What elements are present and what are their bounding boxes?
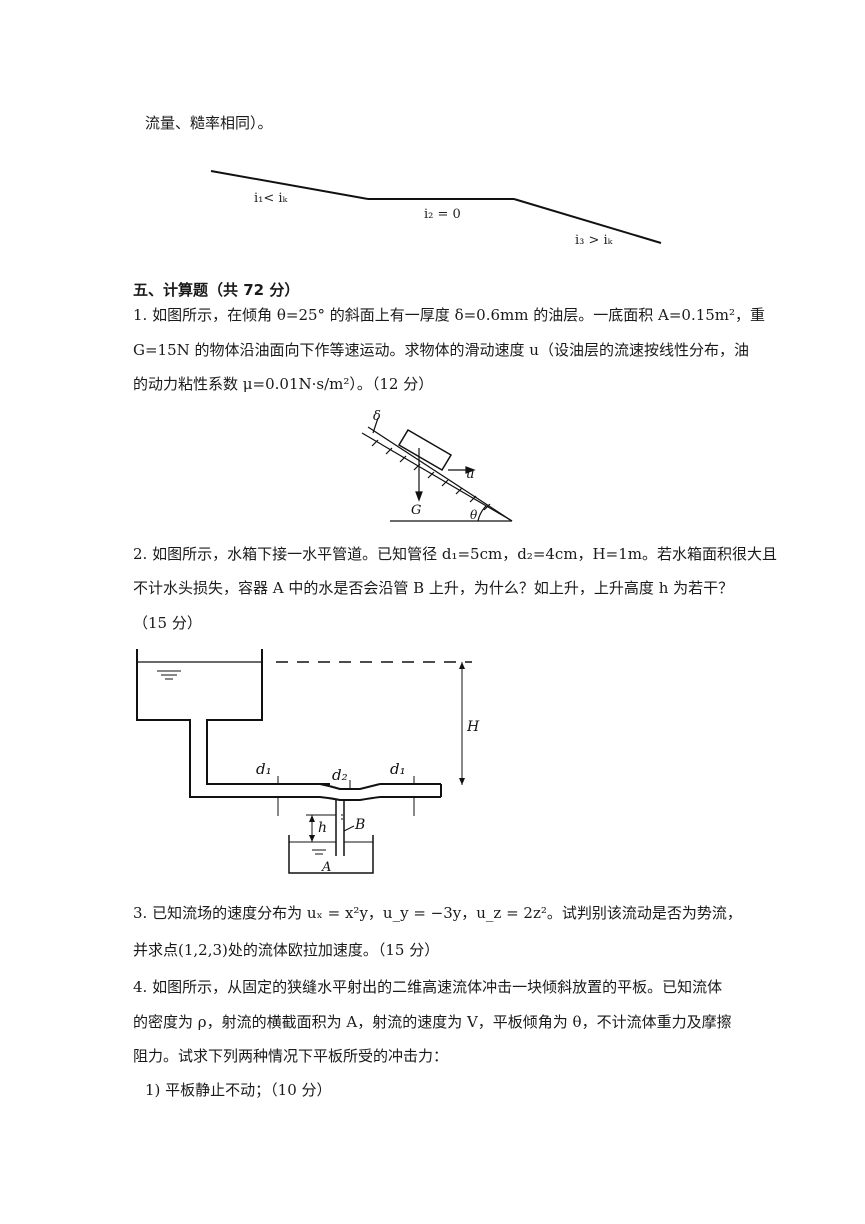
channel-segment-3 — [513, 198, 662, 244]
d1-right-label: d₁ — [390, 760, 406, 778]
theta-label: θ — [470, 508, 478, 522]
q2-line2: 不计水头损失，容器 A 中的水是否会沿管 B 上升，为什么？如上升，上升高度 h… — [133, 579, 734, 597]
q1-line2: G=15N 的物体沿油面向下作等速运动。求物体的滑动速度 u（设油层的流速按线性… — [133, 341, 749, 359]
slope-label-3: i₃ > iₖ — [575, 233, 614, 248]
B-label: B — [354, 817, 365, 833]
H-label: H — [466, 719, 480, 735]
q1-line1: 1. 如图所示，在倾角 θ=25° 的斜面上有一厚度 δ=0.6mm 的油层。一… — [133, 306, 766, 324]
weight-label: G — [411, 503, 421, 518]
d2-label: d₂ — [332, 766, 348, 784]
sliding-block — [397, 428, 453, 472]
q2-line3: （15 分） — [133, 614, 202, 632]
q2-line1: 2. 如图所示，水箱下接一水平管道。已知管径 d₁=5cm，d₂=4cm，H=1… — [133, 545, 777, 563]
q1-line3: 的动力粘性系数 μ=0.01N·s/m²）。（12 分） — [133, 375, 434, 393]
q3-line2: 并求点(1,2,3)处的流体欧拉加速度。（15 分） — [133, 941, 440, 959]
intro-line: 流量、糙率相同）。 — [145, 114, 273, 132]
q3-line1: 3. 已知流场的速度分布为 uₓ = x²y，u_y = −3y，u_z = 2… — [133, 904, 742, 922]
channel-segment-1 — [210, 170, 369, 200]
q4-line1: 4. 如图所示，从固定的狭缝水平射出的二维高速流体冲击一块倾斜放置的平板。已知流… — [133, 978, 723, 996]
q4-sub1: 1) 平板静止不动；（10 分） — [145, 1081, 332, 1099]
slope-label-1: i₁< iₖ — [254, 191, 289, 206]
velocity-label: u — [466, 467, 474, 482]
section-title: 五、计算题（共 72 分） — [133, 281, 300, 299]
A-label: A — [321, 860, 331, 875]
slope-label-2: i₂ = 0 — [424, 207, 461, 222]
d1-left-label: d₁ — [256, 760, 272, 778]
q4-line3: 阻力。试求下列两种情况下平板所受的冲击力： — [133, 1047, 449, 1065]
h-label: h — [318, 820, 327, 836]
q4-line2: 的密度为 ρ，射流的横截面积为 A，射流的速度为 V，平板倾角为 θ，不计流体重… — [133, 1013, 732, 1031]
delta-label: δ — [373, 409, 381, 424]
